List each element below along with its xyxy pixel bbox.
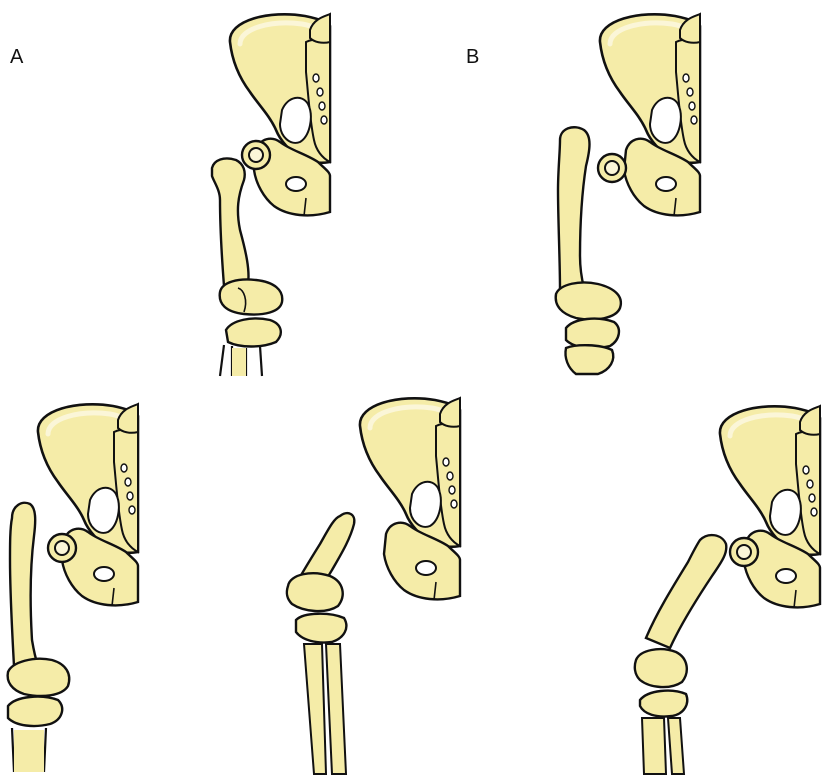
pelvis-b xyxy=(600,14,700,216)
femur-a xyxy=(212,158,249,286)
acetabulum-b xyxy=(598,154,626,182)
tibia-c xyxy=(8,697,62,726)
panel-a xyxy=(212,14,330,376)
tibia-b xyxy=(566,319,619,348)
acetabulum-c xyxy=(48,534,76,562)
patella-b xyxy=(556,282,621,319)
pelvis-a xyxy=(230,14,330,216)
patella-c xyxy=(8,659,70,696)
acetabulum-a xyxy=(242,141,270,169)
femur-c xyxy=(10,503,38,666)
panel-c xyxy=(8,404,138,772)
patella-a xyxy=(220,280,283,315)
femur-b xyxy=(558,127,590,290)
acetabulum-e xyxy=(730,538,758,566)
panel-b xyxy=(556,14,700,374)
femur-e xyxy=(646,535,726,648)
patella-e xyxy=(635,649,687,687)
pelvis-d xyxy=(360,398,460,600)
pelvis-c xyxy=(38,404,138,606)
panel-e xyxy=(635,406,820,774)
panel-label-b: B xyxy=(466,46,479,69)
tibia-d xyxy=(296,614,346,643)
panel-label-a: A xyxy=(10,46,23,69)
pelvis-e xyxy=(720,406,820,608)
tibia-e xyxy=(640,691,687,717)
tibia-a xyxy=(226,318,281,346)
panel-d xyxy=(287,398,460,774)
patella-d xyxy=(287,573,343,611)
